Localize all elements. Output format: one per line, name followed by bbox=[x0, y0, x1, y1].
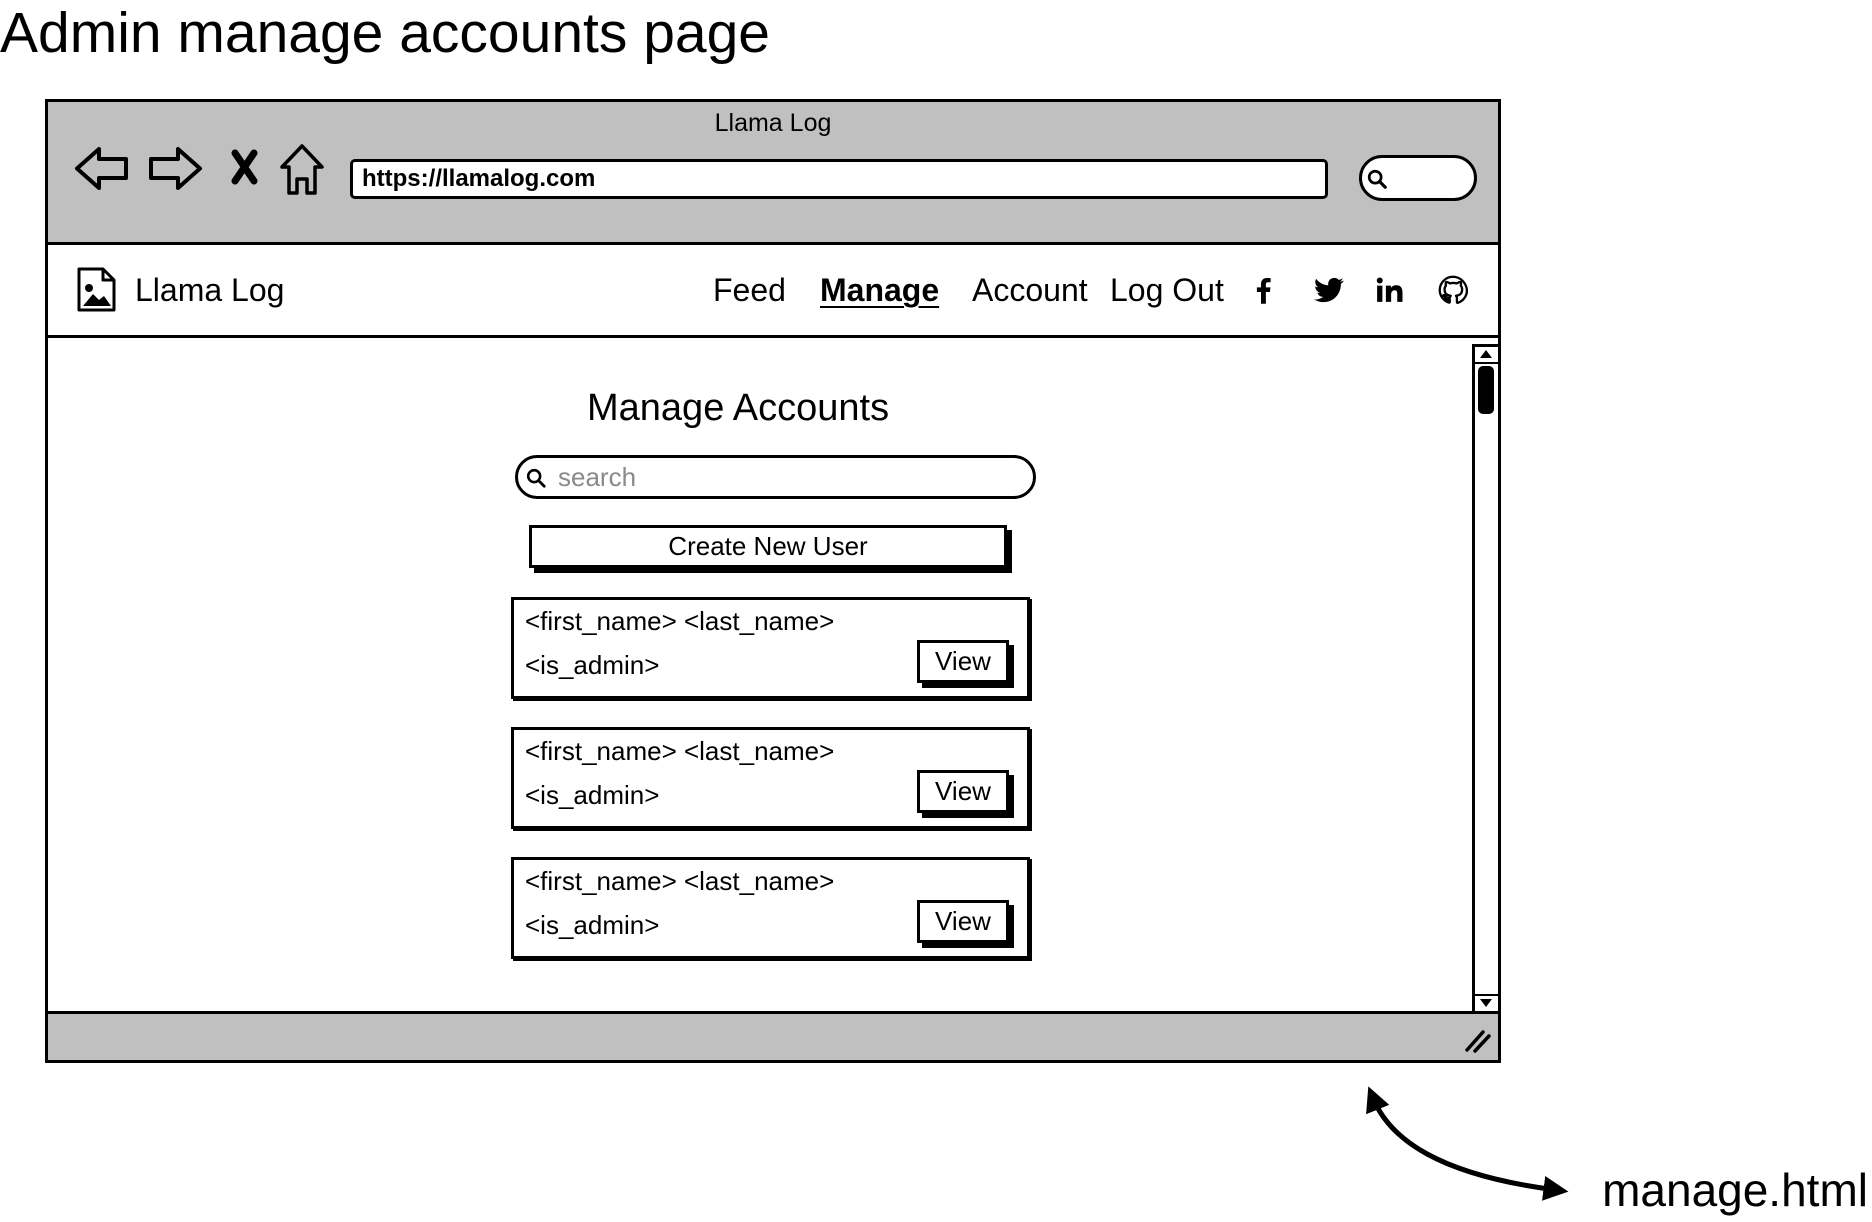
user-admin-status: <is_admin> bbox=[525, 780, 660, 810]
scroll-up-button[interactable] bbox=[1475, 347, 1498, 364]
search-input[interactable] bbox=[558, 458, 1008, 496]
back-arrow-icon[interactable] bbox=[74, 146, 129, 191]
user-card: <first_name> <last_name> <is_admin> View bbox=[511, 597, 1030, 699]
browser-window: Llama Log bbox=[45, 99, 1501, 1063]
linkedin-icon[interactable] bbox=[1374, 275, 1404, 305]
nav-link-manage[interactable]: Manage bbox=[820, 272, 940, 308]
annotation-arrow-icon bbox=[1366, 1086, 1569, 1201]
forward-arrow-icon[interactable] bbox=[148, 146, 203, 191]
window-title: Llama Log bbox=[714, 109, 832, 137]
user-name: <first_name> <last_name> bbox=[525, 866, 835, 896]
brand-home-link[interactable]: Llama Log bbox=[48, 245, 308, 335]
image-icon bbox=[76, 266, 117, 313]
close-icon[interactable] bbox=[229, 148, 260, 186]
view-user-button[interactable]: View bbox=[917, 640, 1009, 683]
annotation-filename: manage.html bbox=[1602, 1164, 1868, 1216]
nav-link-log-out[interactable]: Log Out bbox=[1110, 272, 1224, 308]
create-new-user-button[interactable]: Create New User bbox=[529, 525, 1007, 568]
search-icon bbox=[1366, 168, 1388, 190]
view-user-button[interactable]: View bbox=[917, 770, 1009, 813]
scroll-down-button[interactable] bbox=[1475, 994, 1498, 1011]
user-name: <first_name> <last_name> bbox=[525, 606, 835, 636]
user-card: <first_name> <last_name> <is_admin> View bbox=[511, 727, 1030, 829]
user-admin-status: <is_admin> bbox=[525, 650, 660, 680]
address-bar[interactable] bbox=[350, 159, 1328, 199]
home-icon[interactable] bbox=[279, 143, 325, 196]
browser-search-field[interactable] bbox=[1359, 155, 1477, 201]
nav-link-account[interactable]: Account bbox=[972, 272, 1088, 308]
github-icon[interactable] bbox=[1438, 275, 1468, 305]
user-card: <first_name> <last_name> <is_admin> View bbox=[511, 857, 1030, 959]
resize-grip-icon[interactable] bbox=[1462, 1027, 1492, 1053]
page-title: Admin manage accounts page bbox=[0, 1, 771, 65]
user-admin-status: <is_admin> bbox=[525, 910, 660, 940]
user-name: <first_name> <last_name> bbox=[525, 736, 835, 766]
account-search-box bbox=[515, 455, 1036, 499]
browser-titlebar: Llama Log bbox=[48, 102, 1498, 245]
facebook-icon[interactable] bbox=[1249, 275, 1279, 305]
main-content: Manage Accounts Create New User <first_n… bbox=[48, 338, 1498, 1011]
view-user-button[interactable]: View bbox=[917, 900, 1009, 943]
search-icon bbox=[525, 467, 547, 489]
vertical-scrollbar[interactable] bbox=[1472, 344, 1498, 1011]
scroll-thumb[interactable] bbox=[1478, 366, 1494, 414]
twitter-icon[interactable] bbox=[1314, 275, 1344, 305]
browser-statusbar bbox=[48, 1011, 1498, 1060]
brand-name: Llama Log bbox=[135, 272, 285, 308]
nav-link-feed[interactable]: Feed bbox=[713, 272, 786, 308]
site-navbar: Llama Log Feed Manage Account Log Out bbox=[48, 245, 1498, 338]
section-heading: Manage Accounts bbox=[587, 387, 890, 429]
